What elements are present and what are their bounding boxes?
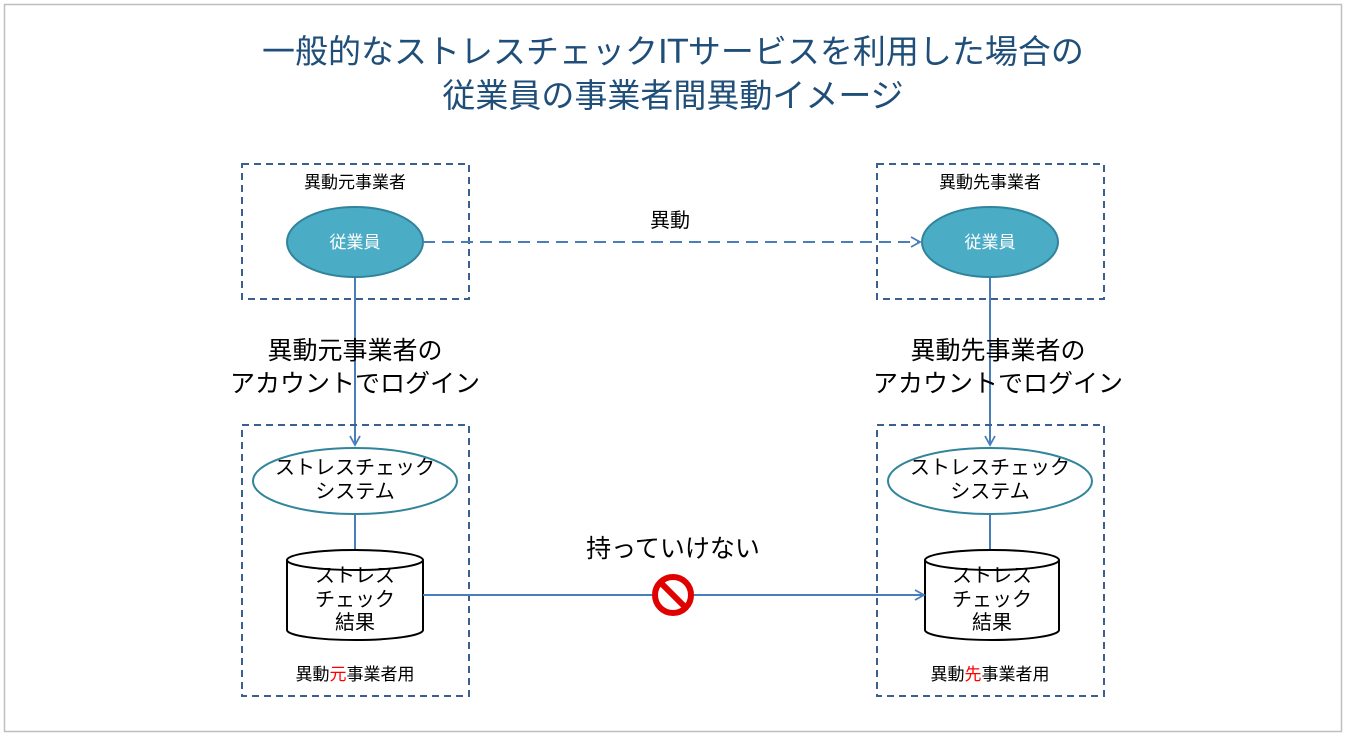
target-result-line-1: ストレス bbox=[952, 563, 1032, 587]
source-footer-label: 異動元事業者用 bbox=[296, 665, 415, 685]
target-result-database bbox=[924, 549, 1060, 641]
target-company-label: 異動先事業者 bbox=[939, 173, 1041, 193]
target-employee-node bbox=[921, 206, 1059, 278]
target-result-line-3: 結果 bbox=[972, 610, 1012, 634]
target-system-line-2: システム bbox=[950, 479, 1029, 503]
source-employee-label: 従業員 bbox=[330, 233, 381, 253]
target-result-line-2: チェック bbox=[952, 587, 1032, 611]
source-result-line-2: チェック bbox=[315, 587, 395, 611]
target-system-line-1: ストレスチェック bbox=[910, 455, 1070, 479]
transfer-label: 異動 bbox=[650, 208, 690, 232]
source-company-label: 異動元事業者 bbox=[304, 173, 406, 193]
source-login-line-2: アカウントでログイン bbox=[230, 369, 480, 398]
source-company-box bbox=[241, 163, 470, 300]
source-login-line-1: 異動元事業者の bbox=[267, 336, 442, 365]
target-login-line-2: アカウントでログイン bbox=[873, 369, 1123, 398]
title-line-1: 一般的なストレスチェックITサービスを利用した場合の bbox=[262, 32, 1084, 71]
source-result-line-3: 結果 bbox=[335, 610, 375, 634]
cannot-carry-label: 持っていけない bbox=[586, 534, 760, 563]
target-footer-label: 異動先事業者用 bbox=[931, 665, 1050, 685]
source-system-line-1: ストレスチェック bbox=[275, 455, 435, 479]
title-line-2: 従業員の事業者間異動イメージ bbox=[442, 76, 903, 115]
source-result-line-1: ストレス bbox=[315, 563, 395, 587]
source-system-line-2: システム bbox=[315, 479, 394, 503]
target-login-line-1: 異動先事業者の bbox=[910, 336, 1085, 365]
target-company-box bbox=[876, 163, 1105, 300]
source-result-database bbox=[286, 549, 424, 641]
target-system-box bbox=[876, 424, 1105, 697]
target-employee-label: 従業員 bbox=[965, 233, 1016, 253]
prohibited-icon bbox=[652, 574, 694, 616]
source-system-box bbox=[241, 424, 470, 697]
